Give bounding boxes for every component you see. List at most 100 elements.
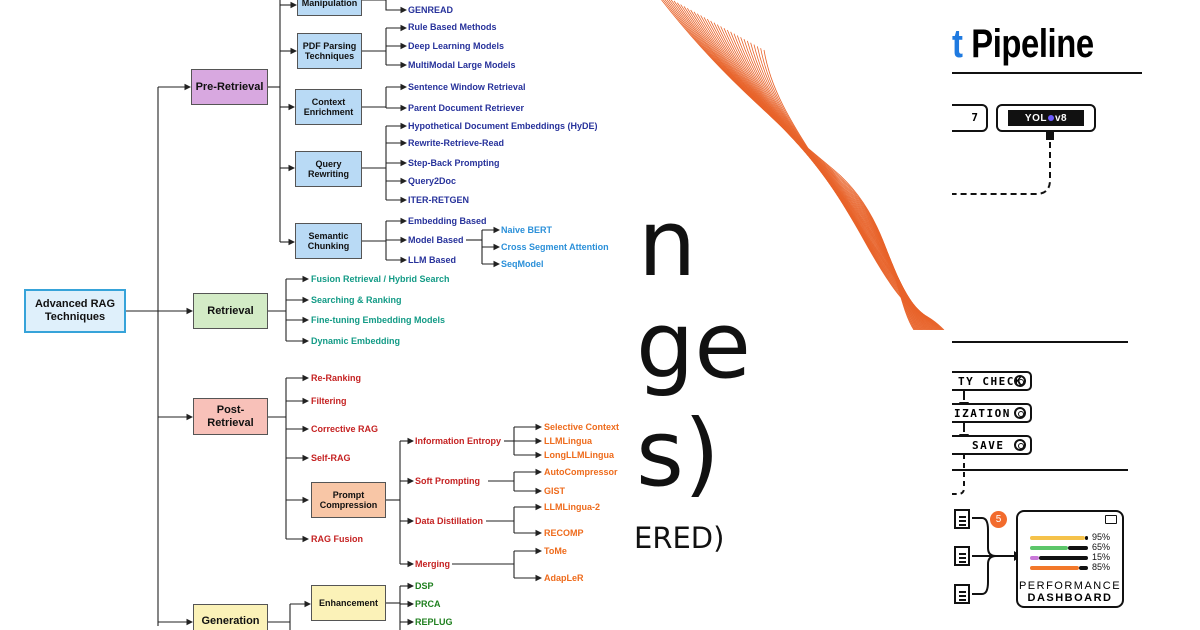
group-query-rewriting: Query Rewriting (295, 151, 362, 187)
wave-line-art (661, 0, 945, 330)
pipeline-diagram-fragment: t Pipeline 7 YOL v8 (952, 0, 1200, 630)
step-optimization: IZATION (952, 403, 1032, 423)
leaf-naive-bert: Naive BERT (501, 225, 553, 235)
document-icon (954, 546, 970, 566)
tree-connectors (126, 0, 543, 630)
leaf-soft-prompting: Soft Prompting (415, 476, 480, 486)
step-label: IZATION (954, 406, 1011, 420)
leaf-data-distillation: Data Distillation (415, 516, 484, 526)
count-badge: 5 (990, 511, 1007, 528)
group-label: Query Rewriting (307, 158, 349, 179)
monitor-icon (1105, 515, 1117, 524)
step-save: SAVE (952, 435, 1032, 455)
leaf-rewrite-retrieve-read: Rewrite-Retrieve-Read (408, 138, 505, 148)
wave-line (664, 0, 917, 330)
dashboard-label-2: DASHBOARD (1027, 592, 1113, 604)
leaf-seqmodel: SeqModel (501, 259, 544, 269)
leaf-model-based: Model Based (408, 235, 464, 245)
yolo-suffix: v8 (1054, 112, 1068, 124)
progress-bar (1030, 546, 1068, 550)
wave-line (666, 0, 918, 330)
leaf-deep-learning: Deep Learning Models (408, 41, 505, 51)
leaf-searching-ranking: Searching & Ranking (311, 295, 402, 305)
title-fragment-3: s) (636, 400, 720, 507)
stage-label: Post-Retrieval (207, 403, 254, 429)
leaf-replug: REPLUG (415, 617, 453, 627)
title-fragment-2: ge (636, 292, 751, 399)
step-quality-check: TY CHECK (952, 371, 1032, 391)
step-label: SAVE (972, 438, 1005, 452)
stage-label: Pre-Retrieval (195, 80, 264, 93)
group-label: Enhancement (318, 597, 378, 608)
leaf-iter-retgen: ITER-RETGEN (408, 195, 470, 205)
leaf-adapler: AdapLeR (544, 573, 584, 583)
pct-label: 95% (1092, 532, 1111, 542)
leaf-embedding-based: Embedding Based (408, 216, 487, 226)
progress-track (1038, 556, 1088, 560)
leaf-dynamic-embedding: Dynamic Embedding (311, 336, 401, 346)
leaf-hyde: Hypothetical Document Embeddings (HyDE) (408, 121, 598, 131)
leaf-rag-fusion: RAG Fusion (311, 534, 363, 544)
leaf-corrective-rag: Corrective RAG (311, 424, 379, 434)
pipeline-title: t Pipeline (952, 22, 1094, 67)
leaf-fine-tuning: Fine-tuning Embedding Models (311, 315, 445, 325)
title-fragment-1: n (638, 190, 697, 297)
leaf-longllmlingua: LongLLMLingua (544, 450, 614, 460)
leaf-cross-segment: Cross Segment Attention (501, 242, 609, 252)
model-a-label: 7 (971, 111, 978, 124)
title-underline (952, 72, 1142, 74)
stage-retrieval: Retrieval (193, 293, 268, 329)
pct-label: 85% (1092, 562, 1111, 572)
yolo-prefix: YOL (1024, 112, 1047, 124)
yolo-dot (1047, 115, 1054, 121)
subtitle-fragment: ERED) (634, 521, 725, 555)
group-label: PDF Parsing Techniques (302, 40, 357, 61)
leaf-parent-document: Parent Document Retriever (408, 103, 525, 113)
leaf-fusion-retrieval: Fusion Retrieval / Hybrid Search (311, 274, 450, 284)
leaf-multimodal: MultiModal Large Models (408, 60, 516, 70)
document-icon (954, 584, 970, 604)
progress-bar (1030, 566, 1080, 570)
group-enhancement: Enhancement (311, 585, 386, 621)
progress-track (1067, 546, 1088, 550)
rag-taxonomy-diagram: Advanced RAG Techniques Pre-Retrieval Re… (24, 0, 620, 630)
title-text: Pipeline (971, 22, 1094, 66)
progress-bar (1030, 536, 1086, 540)
leaf-rule-based: Rule Based Methods (408, 22, 497, 32)
group-label: Semantic Chunking (307, 230, 350, 251)
gear-icon (1014, 407, 1026, 419)
yolo-badge: YOL v8 (1008, 110, 1084, 126)
gear-icon (1014, 375, 1026, 387)
leaf-gist: GIST (544, 486, 566, 496)
pct-label: 15% (1092, 552, 1111, 562)
group-semantic-chunking: Semantic Chunking (295, 223, 362, 259)
progress-bar (1030, 556, 1039, 560)
stage-label: Generation (201, 614, 260, 627)
title-accent: t (952, 22, 963, 66)
group-label: Manipulation (301, 0, 358, 8)
root-label: Advanced RAG Techniques (34, 298, 116, 323)
wave-line (763, 49, 945, 330)
leaf-autocompressor: AutoCompressor (544, 467, 618, 477)
leaf-prca: PRCA (415, 599, 441, 609)
dashboard-label-1: PERFORMANCE (1018, 580, 1122, 592)
group-manipulation: Manipulation (297, 0, 362, 16)
leaf-tome: ToMe (544, 546, 567, 556)
leaf-information-entropy: Information Entropy (415, 436, 501, 446)
leaf-query2doc: Query2Doc (408, 176, 457, 186)
progress-track (1085, 536, 1088, 540)
leaf-step-back: Step-Back Prompting (408, 158, 500, 168)
title-card-fragment: n ge s) ERED) (634, 0, 952, 630)
gear-icon (1014, 439, 1026, 451)
step-label: TY CHECK (958, 374, 1023, 388)
leaf-self-rag: Self-RAG (311, 453, 351, 463)
leaf-llmlingua: LLMLingua (544, 436, 592, 446)
leaf-merging: Merging (415, 559, 450, 569)
model-box-yolov8: YOL v8 (996, 104, 1096, 132)
stage-pre-retrieval: Pre-Retrieval (191, 69, 268, 105)
leaf-filtering: Filtering (311, 396, 347, 406)
stage-post-retrieval: Post-Retrieval (193, 398, 268, 435)
stage-generation: Generation (193, 604, 268, 630)
group-pdf-parsing: PDF Parsing Techniques (297, 33, 362, 69)
